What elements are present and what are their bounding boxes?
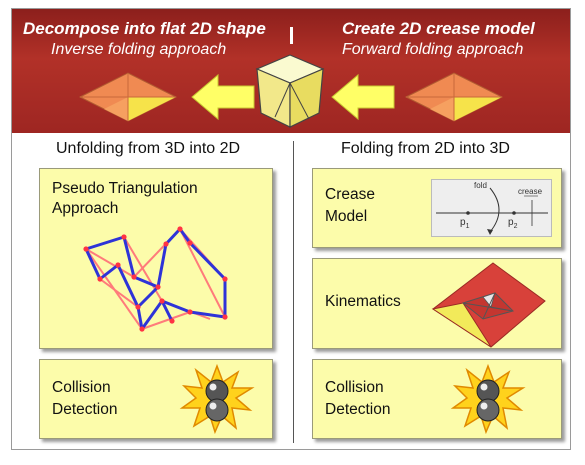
collision-spheres-icon: [179, 363, 255, 435]
box-label-line2: Model: [325, 208, 368, 225]
box-label-line1: Collision: [325, 379, 384, 396]
left-title: Decompose into flat 2D shape: [23, 19, 266, 38]
crease-model-box: Crease Model fold crease p1 p2: [312, 168, 562, 248]
arrow-left-icon: [331, 73, 395, 121]
arrow-left-icon: [191, 73, 255, 121]
crease-diagram: fold crease p1 p2: [431, 179, 552, 237]
kinematics-fold-icon: [431, 262, 546, 348]
box-label-line1: Crease: [325, 186, 375, 203]
box-label-line1: Pseudo Triangulation: [52, 180, 198, 197]
folded-cube-icon: [255, 54, 325, 128]
kinematics-box: Kinematics: [312, 258, 562, 349]
column-divider: [293, 141, 294, 443]
collision-detection-box-right: Collision Detection: [312, 359, 562, 439]
right-title: Create 2D crease model: [342, 19, 535, 38]
box-label-line2: Detection: [52, 401, 118, 418]
triangulation-graph: [83, 226, 228, 332]
right-column-heading: Folding from 2D into 3D: [341, 140, 510, 157]
crease-label: crease: [518, 187, 543, 196]
banner-separator: [290, 27, 293, 44]
p1-label: p1: [460, 217, 470, 230]
left-subtitle: Inverse folding approach: [51, 41, 227, 58]
fold-label: fold: [474, 181, 487, 190]
collision-detection-box-left: Collision Detection: [39, 359, 273, 439]
right-subtitle: Forward folding approach: [342, 41, 524, 58]
box-label-line2: Approach: [52, 200, 119, 217]
box-label-line1: Collision: [52, 379, 111, 396]
left-column-heading: Unfolding from 3D into 2D: [56, 140, 241, 157]
pseudo-triangulation-box: Pseudo Triangulation Approach: [39, 168, 273, 349]
figure-frame: Decompose into flat 2D shape Inverse fol…: [11, 8, 571, 450]
folded-paper-flat-icon: [78, 72, 178, 122]
box-label-line1: Kinematics: [325, 293, 401, 310]
header-banner: Decompose into flat 2D shape Inverse fol…: [12, 9, 570, 133]
collision-spheres-icon: [450, 363, 526, 435]
folded-paper-flat-icon: [404, 72, 504, 122]
box-label-line2: Detection: [325, 401, 391, 418]
p2-label: p2: [508, 217, 518, 230]
